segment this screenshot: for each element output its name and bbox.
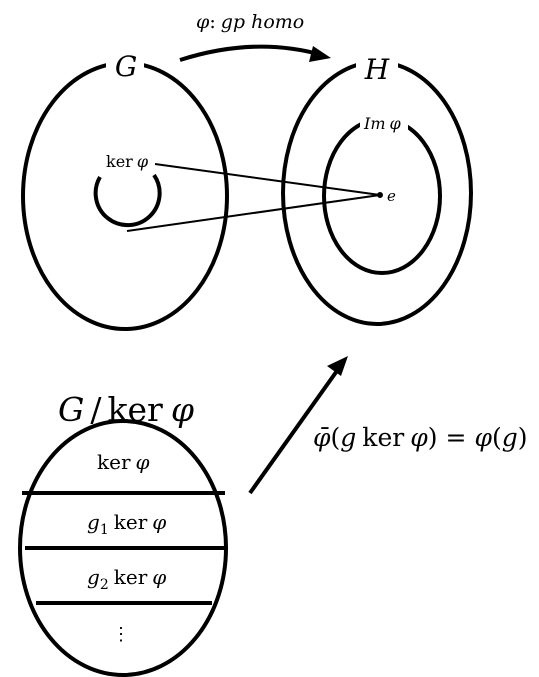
induced-map-arrow (248, 366, 341, 495)
eq-rparen-2: ) (518, 423, 528, 452)
image-label-gap (360, 110, 408, 134)
kernel-arc (93, 173, 162, 228)
phi-symbol: φ (196, 11, 210, 33)
homomorphism-arrowhead (309, 46, 331, 62)
quotient-title-phi: φ (171, 390, 194, 429)
group-g-label-gap (106, 48, 144, 78)
coset-1-phi: φ (152, 510, 166, 534)
kernel-ker: ker (106, 152, 133, 171)
homomorphism-arrow (179, 44, 323, 62)
coset-1-g: g (87, 510, 100, 534)
image-phi: φ (390, 114, 402, 133)
group-g-label: G (115, 50, 137, 83)
coset-0-ker: ker (97, 450, 131, 474)
eq-ker: ker (362, 423, 404, 452)
homomorphism-label: φ: gp homo (196, 11, 304, 33)
kernel-to-identity-line-bottom (126, 194, 381, 232)
coset-1-ker: ker (114, 510, 148, 534)
quotient-title-g: G (58, 390, 84, 429)
eq-phi-1: φ (410, 423, 428, 452)
eq-rparen-1: ) (428, 423, 438, 452)
group-h-ellipse (281, 60, 473, 326)
image-im: Im (363, 114, 386, 133)
kernel-to-identity-line-top (154, 163, 381, 196)
coset-2-sub: 2 (100, 577, 109, 593)
eq-phi-2: φ (474, 423, 492, 452)
kernel-phi: φ (137, 152, 149, 171)
eq-equals: = (445, 423, 466, 452)
eq-lparen-1: ( (331, 423, 341, 452)
homomorphism-text: gp homo (221, 11, 305, 33)
identity-point (377, 192, 383, 198)
quotient-title-slash: / (90, 390, 102, 429)
coset-ellipsis: ⋮ (112, 624, 130, 645)
eq-lparen-2: ( (492, 423, 502, 452)
quotient-ellipse (18, 419, 228, 677)
coset-2-phi: φ (152, 565, 166, 589)
group-g-ellipse (21, 61, 229, 331)
eq-g-1: g (340, 423, 356, 452)
coset-2-g: g (87, 565, 100, 589)
group-h-label: H (364, 53, 390, 86)
induced-map-arrowhead (327, 356, 348, 376)
identity-label: e (387, 187, 396, 205)
phibar-symbol: φ̄ (313, 423, 331, 452)
coset-1-sub: 1 (100, 522, 109, 538)
group-h-label-gap (356, 48, 398, 78)
coset-0-phi: φ (136, 450, 150, 474)
coset-2-ker: ker (114, 565, 148, 589)
colon-symbol: : (209, 11, 215, 33)
eq-g-2: g (502, 423, 518, 452)
